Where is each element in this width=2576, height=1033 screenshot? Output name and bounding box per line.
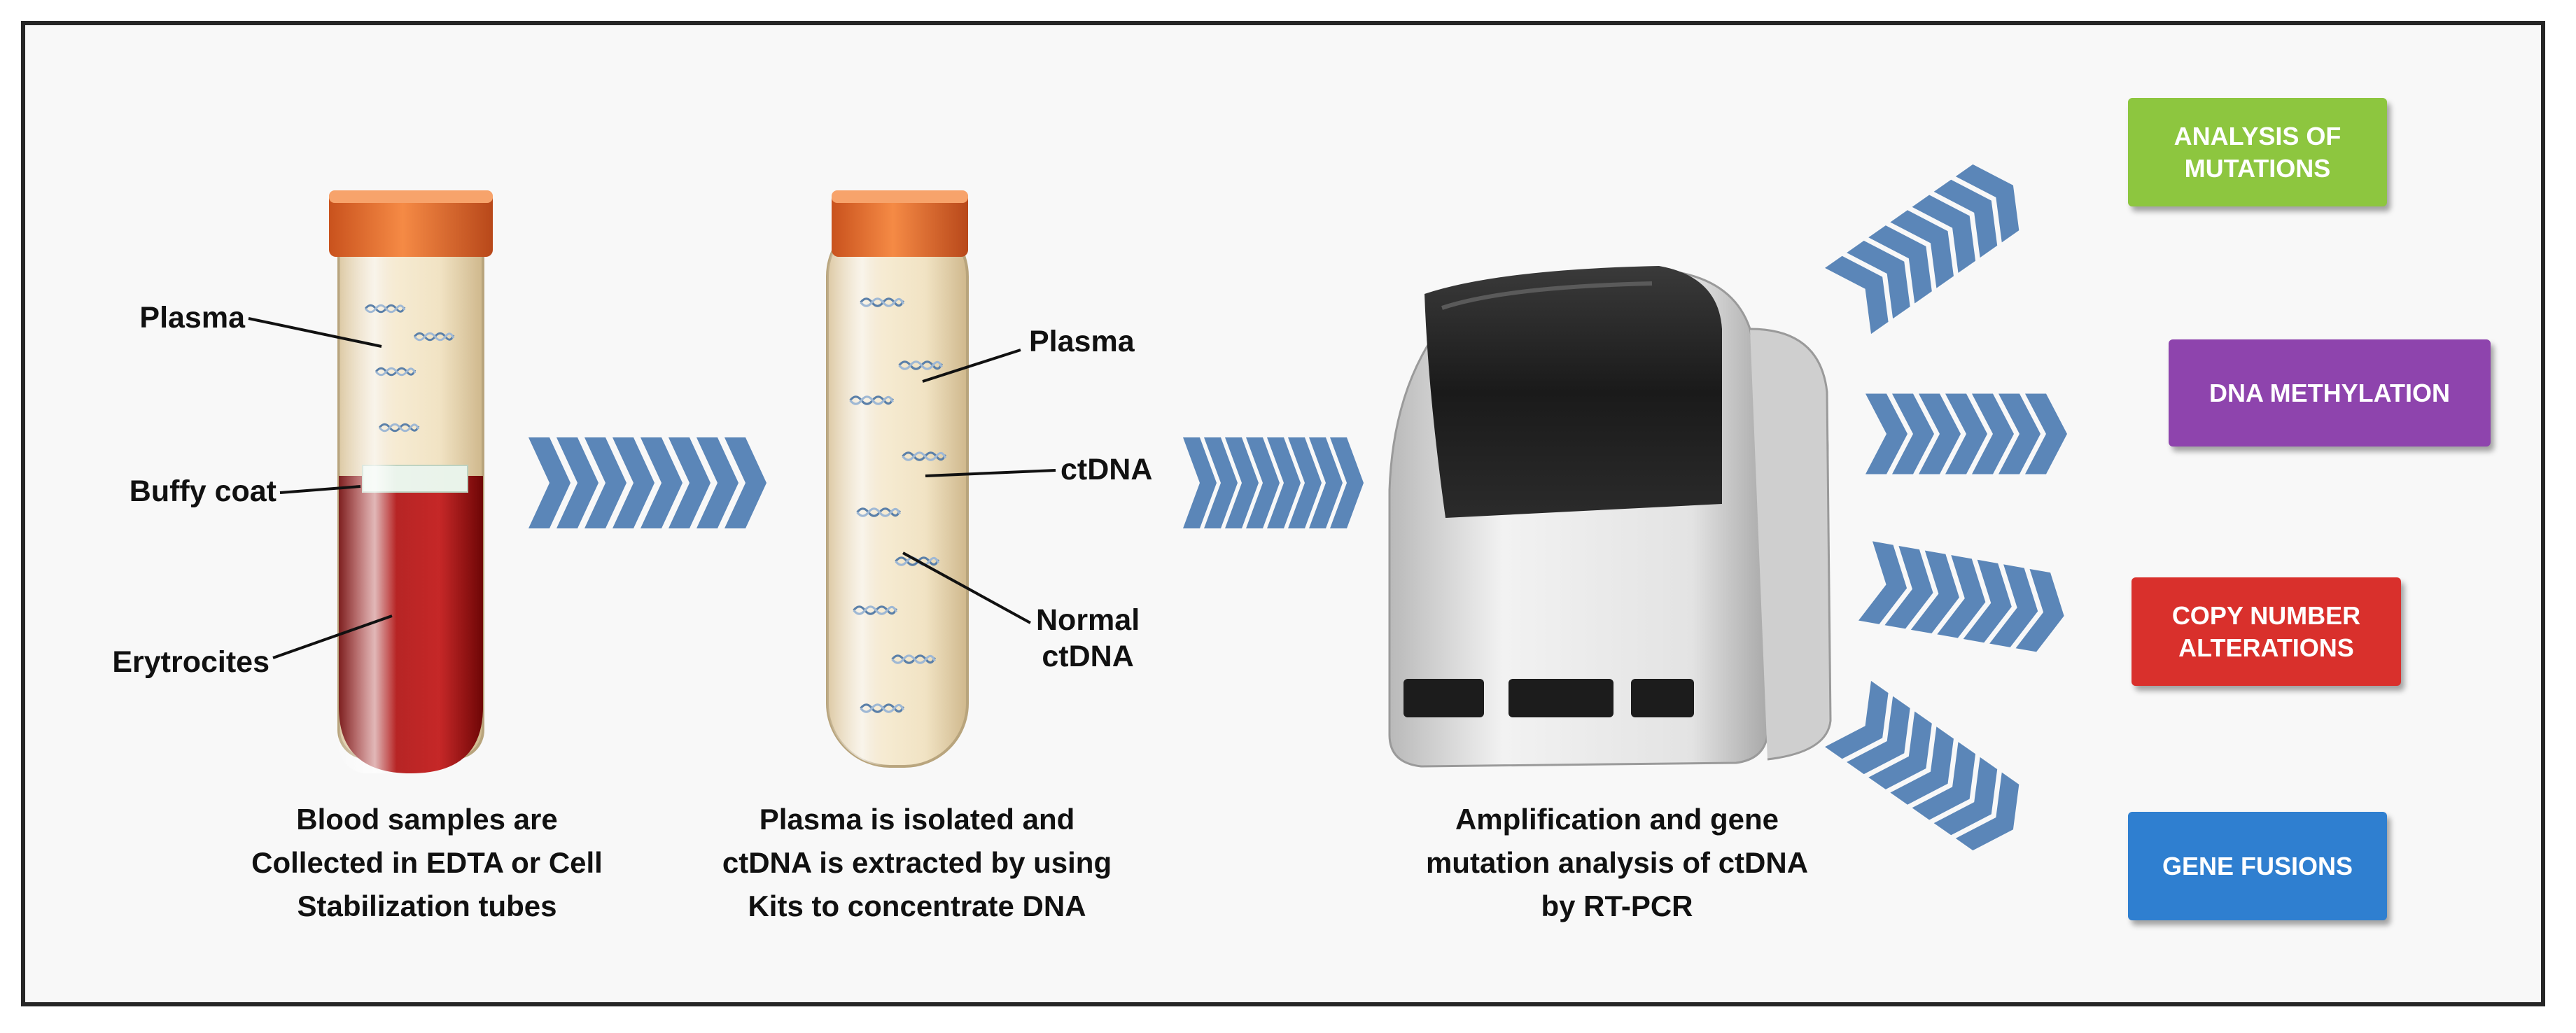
chevron-shape xyxy=(1963,559,2012,643)
chevron-shape xyxy=(1204,437,1238,528)
chevron-shape xyxy=(724,437,766,528)
erythrocytes-label: Erytrocites xyxy=(112,645,270,679)
chevron-shape xyxy=(1998,393,2040,475)
caption-3-line-2: mutation analysis of ctDNA xyxy=(1425,846,1809,879)
output-dna-methylation: DNA METHYLATION xyxy=(2169,339,2491,447)
ctdna-label: ctDNA xyxy=(1060,453,1153,486)
vent-1 xyxy=(1404,679,1484,717)
chevron-shape xyxy=(1847,696,1910,775)
caption-rt-pcr: Amplification and gene mutation analysis… xyxy=(1400,798,1834,928)
blood-sample-tube xyxy=(329,190,493,773)
caption-2-line-3: Kits to concentrate DNA xyxy=(748,890,1086,922)
plasma-pointer-2 xyxy=(922,349,1021,383)
chevron-shape xyxy=(528,437,570,528)
chevron-shape xyxy=(1912,195,1976,273)
caption-2-line-2: ctDNA is extracted by using xyxy=(722,846,1112,879)
normal-ctdna-line-2: ctDNA xyxy=(1042,640,1134,673)
output-3-line-2: ALTERATIONS xyxy=(2178,633,2354,662)
chevron-shape xyxy=(1825,255,1889,335)
chevron-shape xyxy=(1955,164,2019,243)
output-4-line-1: GENE FUSIONS xyxy=(2162,851,2353,880)
chevron-shape xyxy=(1267,437,1301,528)
chevsFan-row xyxy=(1825,164,2019,335)
chevron-shape xyxy=(1937,555,1986,638)
plasma-pointer-1 xyxy=(248,317,382,348)
plasma-label-1: Plasma xyxy=(139,301,245,335)
caption-3-line-1: Amplification and gene xyxy=(1455,803,1779,836)
chevron-shape xyxy=(1890,726,1954,805)
chevron-shape xyxy=(1892,393,1934,475)
chevron-shape xyxy=(1972,393,2014,475)
chevron-shape xyxy=(640,437,682,528)
output-3-line-1: COPY NUMBER xyxy=(2171,600,2361,630)
chevron-arrow-1 xyxy=(528,437,766,528)
chevron-shape xyxy=(1858,541,1907,624)
chevron-shape xyxy=(668,437,710,528)
rt-pcr-machine xyxy=(1388,266,1832,768)
chevron-shape xyxy=(1309,437,1343,528)
chevron-shape xyxy=(1865,393,1907,475)
chevron-shape xyxy=(1989,564,2038,647)
caption-plasma-isolation: Plasma is isolated and ctDNA is extracte… xyxy=(707,798,1127,928)
chevron-shape xyxy=(584,437,626,528)
chevron-shape xyxy=(556,437,598,528)
output-1-line-2: MUTATIONS xyxy=(2184,153,2331,183)
caption-1-line-2: Collected in EDTA or Cell xyxy=(251,846,603,879)
buffy-coat-label: Buffy coat xyxy=(129,475,276,508)
chevron-shape xyxy=(1933,179,1998,258)
caption-3-line-3: by RT-PCR xyxy=(1541,890,1693,922)
chevron-shape xyxy=(1183,437,1217,528)
vent-2 xyxy=(1508,679,1614,717)
caption-1-line-1: Blood samples are xyxy=(296,803,558,836)
chevron-shape xyxy=(1884,545,1933,629)
chevron-shape xyxy=(1955,772,2019,851)
chevron-shape xyxy=(612,437,654,528)
chevsFan-row xyxy=(1825,680,2019,851)
chevron-shape xyxy=(1225,437,1259,528)
chevron-shape xyxy=(696,437,738,528)
chevron-arrows-fanout xyxy=(1825,164,2067,851)
normal-ctdna-pointer xyxy=(902,551,1031,624)
output-gene-fusions: GENE FUSIONS xyxy=(2128,812,2387,920)
caption-2-line-1: Plasma is isolated and xyxy=(759,803,1075,836)
buffy-coat-pointer xyxy=(279,485,361,494)
caption-blood-samples: Blood samples are Collected in EDTA or C… xyxy=(231,798,623,928)
chevron-shape xyxy=(1847,240,1910,319)
erythrocytes-pointer xyxy=(272,614,393,659)
chevron-shape xyxy=(2025,393,2067,475)
chevron-arrow-2 xyxy=(1183,437,1364,528)
chevron-shape xyxy=(1912,742,1976,820)
output-1-line-1: ANALYSIS OF xyxy=(2174,121,2342,150)
output-analysis-of-mutations: ANALYSIS OF MUTATIONS xyxy=(2128,98,2387,206)
chevron-shape xyxy=(1890,210,1954,288)
tube-cap xyxy=(329,190,493,257)
normal-ctdna-label: Normal ctDNA xyxy=(1036,602,1140,675)
plasma-tube xyxy=(826,190,969,768)
vent-3 xyxy=(1631,679,1694,717)
chevsFan-row xyxy=(1858,541,2064,652)
chevron-shape xyxy=(2015,568,2064,652)
chevron-shape xyxy=(1246,437,1280,528)
output-copy-number-alterations: COPY NUMBER ALTERATIONS xyxy=(2132,577,2401,686)
chevs1-row xyxy=(528,437,766,528)
normal-ctdna-line-1: Normal xyxy=(1036,603,1140,637)
chevron-shape xyxy=(1919,393,1961,475)
chevron-shape xyxy=(1910,550,1959,634)
caption-1-line-3: Stabilization tubes xyxy=(297,890,557,922)
chevron-shape xyxy=(1868,711,1932,789)
plasma-label-2: Plasma xyxy=(1029,325,1135,358)
chevron-shape xyxy=(1825,680,1889,759)
tube-cap-2 xyxy=(832,190,968,257)
chevron-shape xyxy=(1330,437,1364,528)
chevron-shape xyxy=(1288,437,1322,528)
chevron-shape xyxy=(1933,757,1998,836)
machine-lid xyxy=(1424,266,1722,518)
chevron-shape xyxy=(1945,393,1987,475)
output-2-line-1: DNA METHYLATION xyxy=(2209,378,2450,407)
chevsFan-row xyxy=(1865,393,2067,475)
chevron-shape xyxy=(1868,225,1932,304)
chevs2-row xyxy=(1183,437,1364,528)
ctdna-pointer xyxy=(925,469,1056,477)
